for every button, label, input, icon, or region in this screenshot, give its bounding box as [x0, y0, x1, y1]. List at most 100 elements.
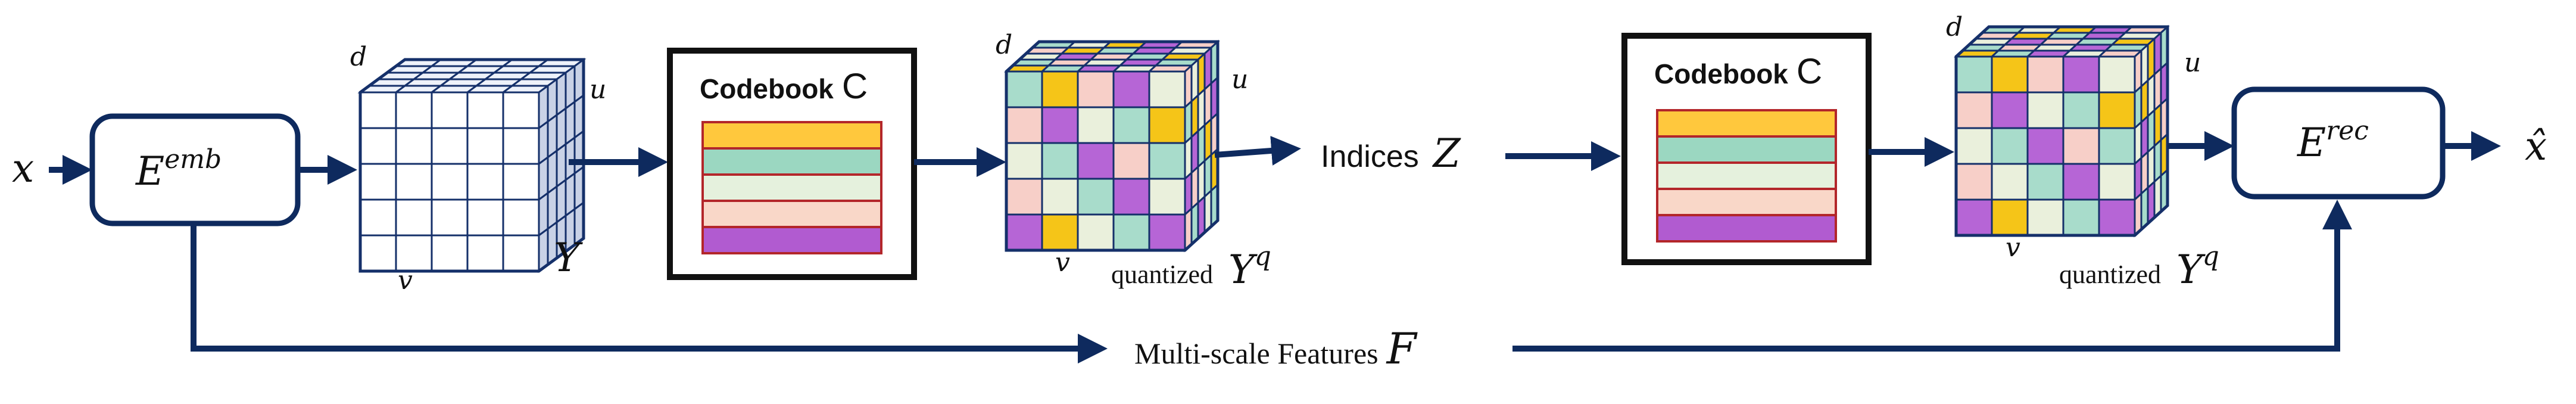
codebook-entry: [1656, 214, 1837, 243]
cube-front-cell: [1148, 70, 1186, 108]
cube-front-cell: [1041, 213, 1079, 251]
cube-front-cell: [395, 163, 433, 201]
cube-front-cell: [2026, 163, 2064, 201]
cube-front-cell: [466, 91, 504, 129]
cube-front-cell: [359, 91, 397, 129]
codebook-entry: [701, 121, 882, 150]
quantized-1-dim-u: u: [1231, 64, 1248, 95]
cube-front-cell: [359, 198, 397, 237]
cube-front-cell: [1077, 213, 1115, 251]
cube-front-cell: [2026, 91, 2064, 129]
cube-front-cell: [1148, 142, 1186, 180]
input-x-label: x: [12, 145, 34, 191]
cube-front-cell: [431, 91, 469, 129]
cube-front-cell: [2062, 55, 2100, 94]
cube-front-cell: [1991, 55, 2029, 94]
cube-front-cell: [1955, 163, 1993, 201]
codebook-2-entries: [1656, 109, 1837, 243]
quantized-2-dim-d: d: [1946, 12, 1963, 42]
codebook-entry: [701, 173, 882, 202]
cube-front-cell: [359, 127, 397, 165]
cube-front-cell: [2026, 127, 2064, 165]
latent-cube-side: [538, 58, 585, 273]
cube-front-cell: [431, 127, 469, 165]
codebook-entry: [701, 200, 882, 228]
cube-front-cell: [1041, 142, 1079, 180]
latent-dim-d: d: [350, 42, 367, 72]
latent-Y-label: Y: [554, 235, 583, 281]
cube-front-cell: [395, 234, 433, 272]
cube-front-cell: [1005, 213, 1043, 251]
cube-front-cell: [359, 163, 397, 201]
codebook-entry: [701, 226, 882, 254]
cube-front-cell: [2026, 198, 2064, 237]
skip-path-left: [191, 223, 1108, 363]
cube-outline: [1005, 40, 1220, 252]
cube-front-cell: [466, 127, 504, 165]
cube-front-cell: [1005, 106, 1043, 144]
cube-front-cell: [2062, 91, 2100, 129]
latent-cube: [357, 58, 587, 273]
cube-front-cell: [466, 234, 504, 272]
output-xhat-label: x̂: [2525, 123, 2547, 169]
cube-front-cell: [1112, 106, 1150, 144]
quantized-cube-2-top: [1954, 26, 2170, 58]
cube-front-cell: [1005, 70, 1043, 108]
quantized-cube-1-top: [1004, 41, 1220, 73]
cube-front-cell: [395, 198, 433, 237]
cube-front-cell: [1005, 178, 1043, 216]
quantized-2-dim-u: u: [2184, 48, 2201, 78]
arrow-quantized-to-indices: [1214, 136, 1301, 166]
cube-front-cell: [2098, 55, 2136, 94]
cube-front-cell: [502, 127, 540, 165]
cube-front-cell: [2062, 163, 2100, 201]
cube-front-cell: [431, 163, 469, 201]
cube-front-cell: [2062, 127, 2100, 165]
cube-front-cell: [1991, 198, 2029, 237]
codebook-entry: [1656, 109, 1837, 138]
cube-front-cell: [1955, 55, 1993, 94]
quantized-1-dim-v: v: [1055, 247, 1070, 278]
quantized-1-dim-d: d: [996, 30, 1012, 60]
quantized-cube-1: [1004, 39, 1220, 253]
cube-front-cell: [1148, 106, 1186, 144]
codebook-entry: [1656, 135, 1837, 164]
cube-front-cell: [2026, 55, 2064, 94]
cube-front-cell: [431, 234, 469, 272]
cube-front-cell: [2098, 91, 2136, 129]
cube-front-cell: [502, 198, 540, 237]
cube-front-cell: [1955, 127, 1993, 165]
quantized-cube-1-side: [1184, 39, 1219, 253]
codebook-entry: [1656, 188, 1837, 216]
cube-front-cell: [502, 91, 540, 129]
cube-front-cell: [466, 198, 504, 237]
cube-front-cell: [359, 234, 397, 272]
cube-front-cell: [2098, 163, 2136, 201]
codebook-entry: [701, 147, 882, 176]
cube-outline: [1954, 25, 2169, 237]
cube-front-cell: [1112, 213, 1150, 251]
cube-front-cell: [1148, 213, 1186, 251]
latent-cube-top: [357, 58, 587, 94]
cube-front-cell: [1991, 127, 2029, 165]
cube-front-cell: [1112, 178, 1150, 216]
cube-front-cell: [502, 234, 540, 272]
codebook-entry: [1656, 161, 1837, 190]
cube-front-cell: [1991, 163, 2029, 201]
cube-front-cell: [2062, 198, 2100, 237]
latent-dim-u: u: [590, 74, 606, 105]
cube-front-cell: [2098, 127, 2136, 165]
encoder-emb-label: Eemb: [135, 144, 222, 194]
quantized-2-dim-v: v: [2006, 232, 2020, 263]
cube-front-cell: [2098, 198, 2136, 237]
cube-front-cell: [1077, 178, 1115, 216]
quantized-cube-1-front: [1005, 40, 1220, 252]
cube-front-cell: [1955, 91, 1993, 129]
